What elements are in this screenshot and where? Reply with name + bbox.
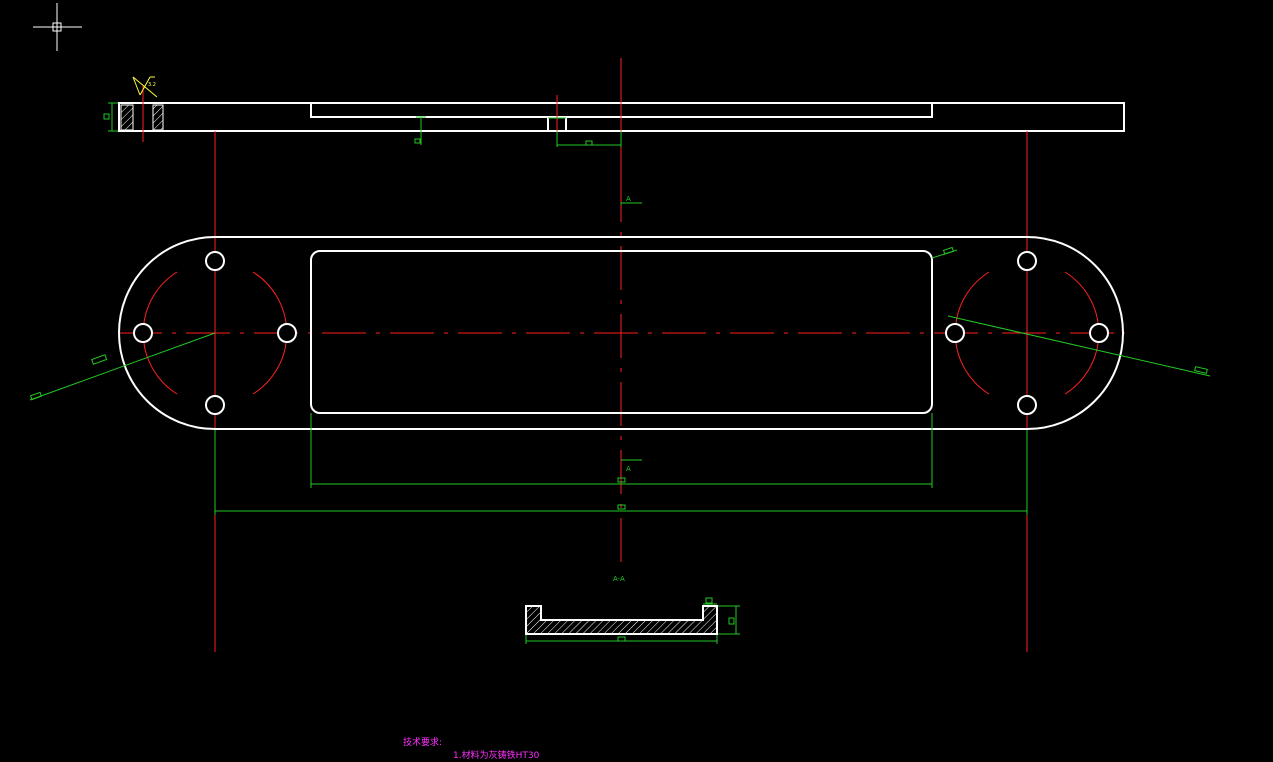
section-dimensions — [525, 597, 740, 644]
bolt-hole — [1089, 323, 1109, 343]
section-view: A-A — [525, 575, 740, 644]
section-profile — [525, 605, 718, 635]
plan-view: A A — [29, 131, 1211, 652]
bolt-hole — [1017, 395, 1037, 415]
front-view-hatch — [120, 104, 164, 131]
section-mark-top: A — [626, 195, 631, 203]
section-view-title: A-A — [613, 575, 625, 583]
bolt-hole — [277, 323, 297, 343]
bolt-holes — [133, 251, 1109, 415]
bolt-hole — [1017, 251, 1037, 271]
bolt-hole — [205, 251, 225, 271]
front-view-dimensions — [103, 102, 622, 147]
bolt-hole — [133, 323, 153, 343]
bolt-hole — [945, 323, 965, 343]
tech-requirements-heading: 技术要求: — [403, 738, 443, 748]
roughness-symbol — [132, 76, 158, 98]
roughness-value: 3.2 — [148, 82, 156, 88]
plan-view-dimensions — [29, 202, 1211, 515]
plan-view-centerlines — [118, 131, 1125, 652]
tech-requirements-item-1: 1.材料为灰铸铁HT30 — [453, 751, 540, 761]
plan-view-outline — [118, 236, 1124, 430]
bolt-hole — [205, 395, 225, 415]
crosshair-cursor-icon — [33, 3, 82, 51]
front-view: 3.2 — [103, 58, 1125, 178]
section-mark-bottom: A — [626, 465, 631, 473]
